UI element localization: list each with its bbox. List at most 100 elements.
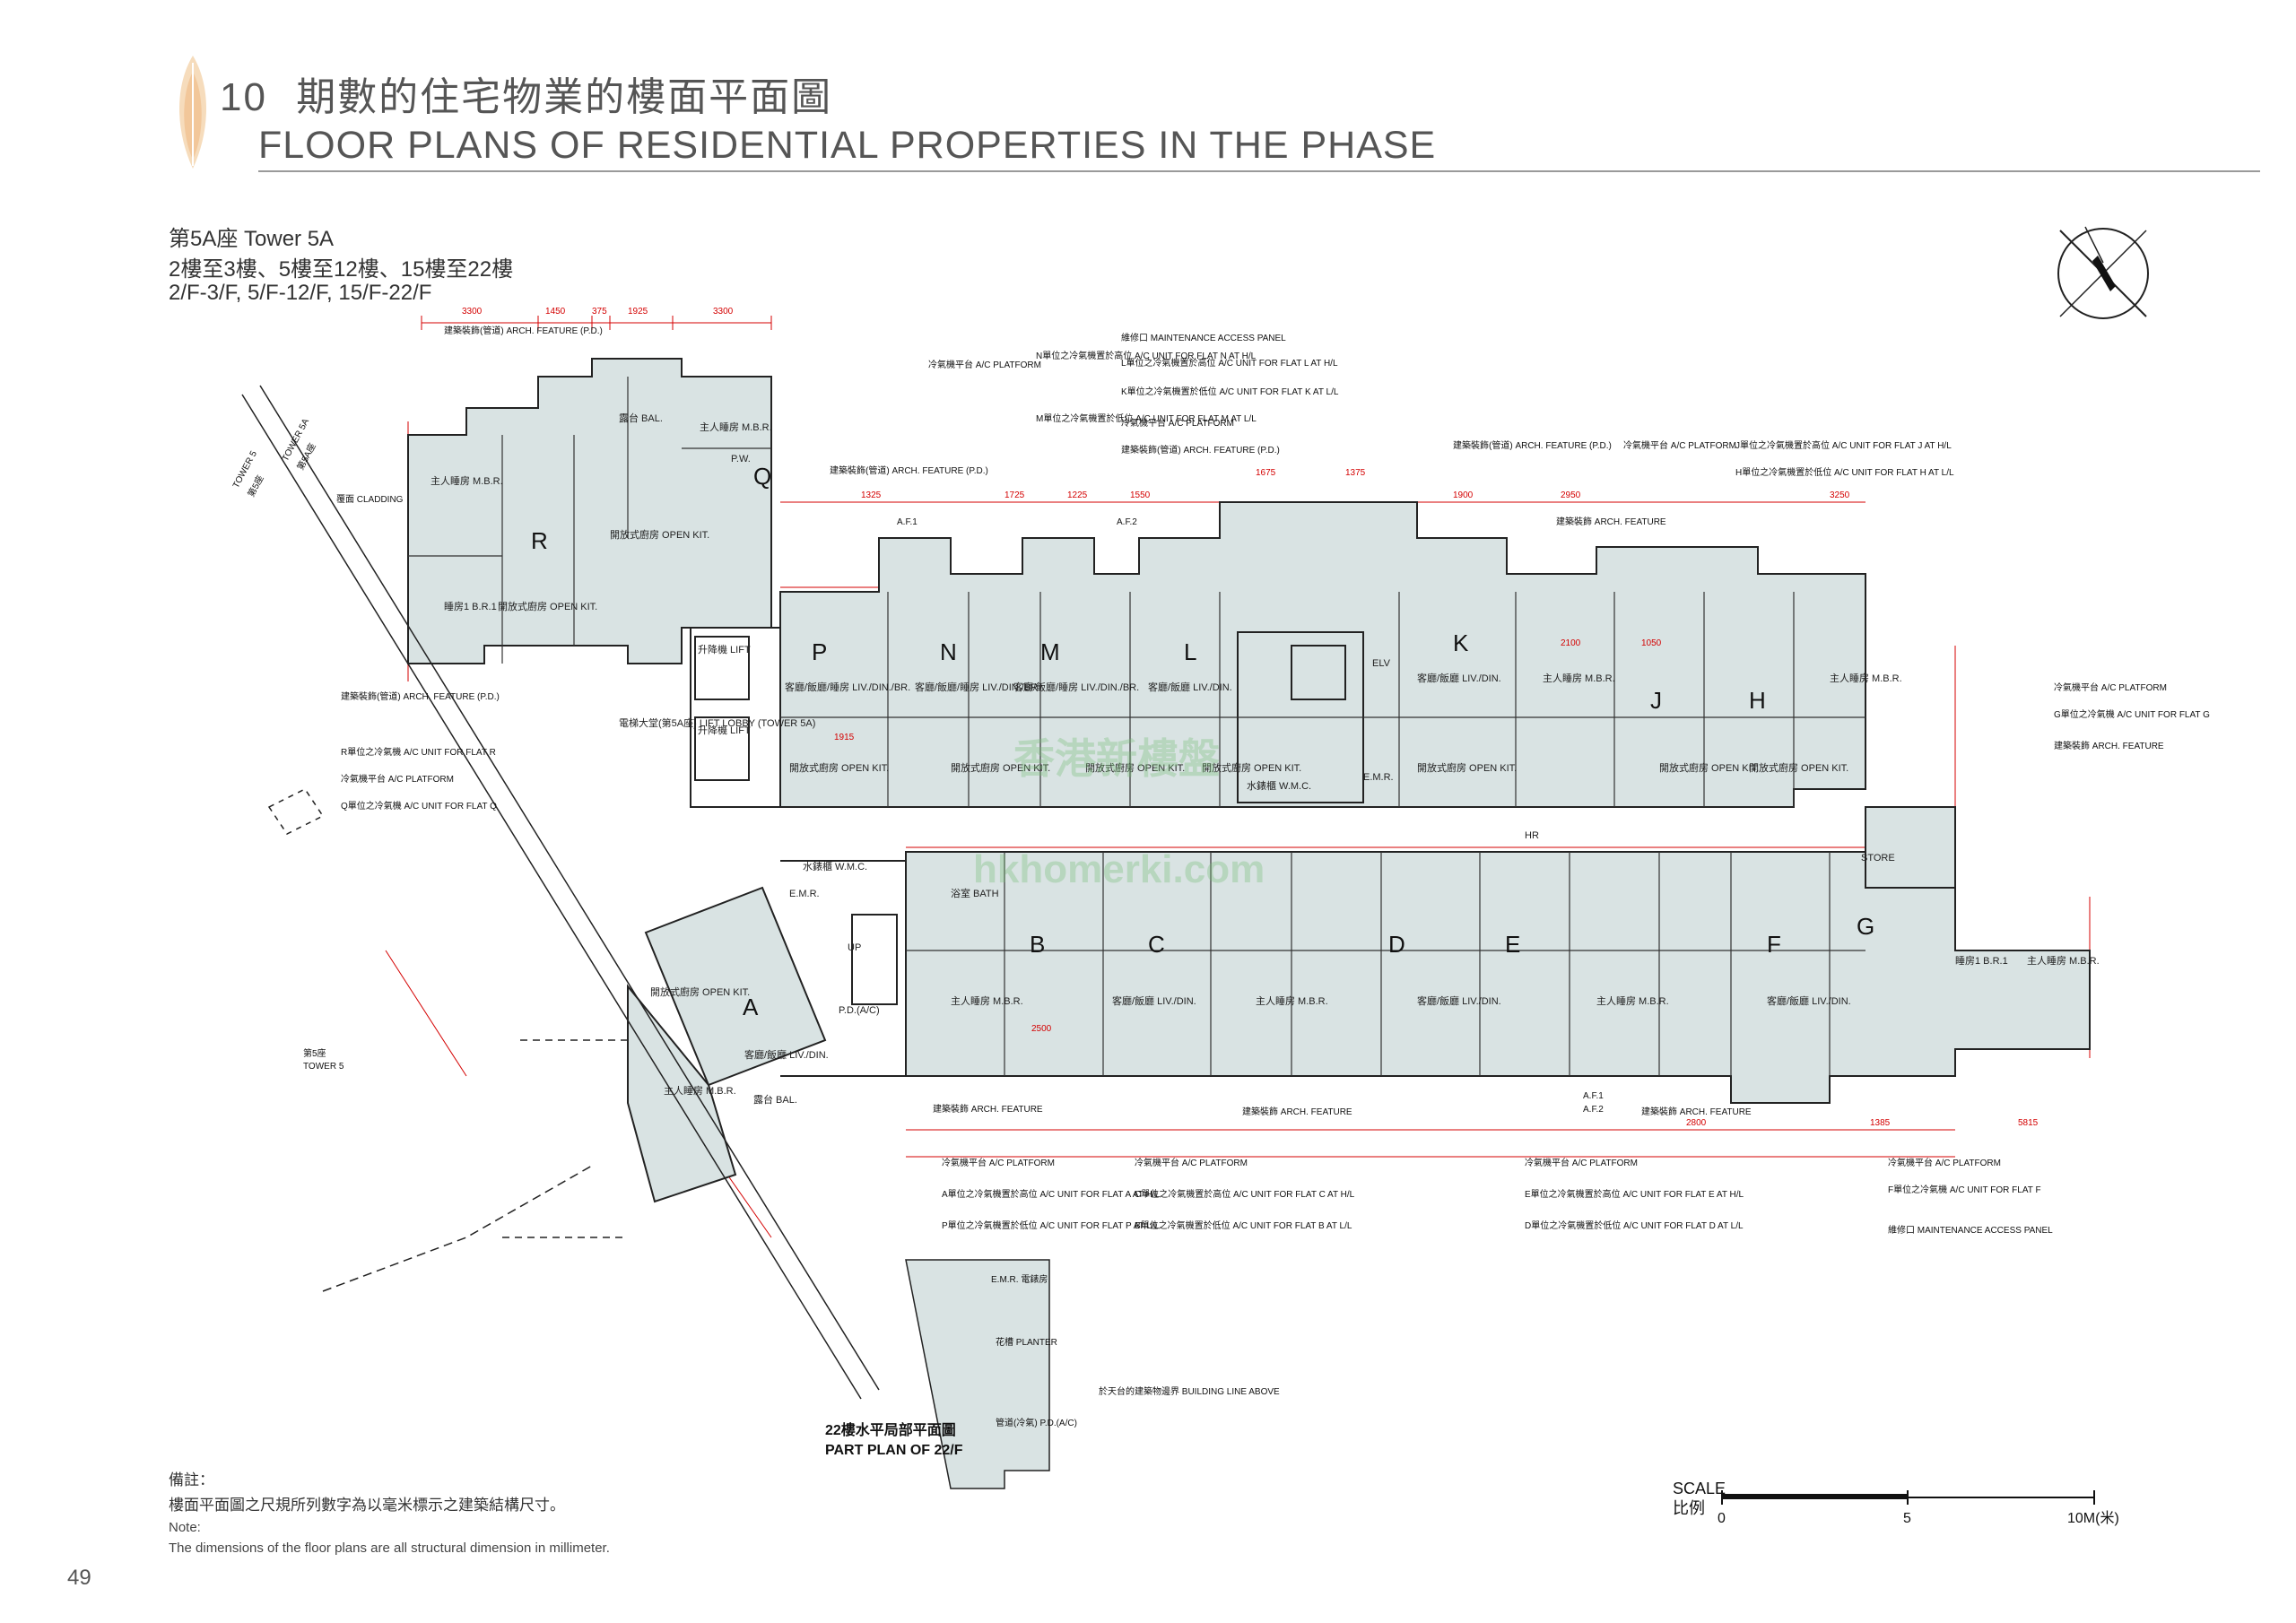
flat-label-m: M [1040,638,1060,665]
tower-boundary [241,385,880,1400]
note-ac-unit-p: P單位之冷氣機置於低位 A/C UNIT FOR FLAT P AT L/L [942,1219,1160,1231]
room-openkit-r: 開放式廚房 OPEN KIT. [498,600,597,612]
dim-9: 3250 [1830,490,1850,500]
building-outline [407,358,2091,1203]
part-plan-emr: E.M.R. 電錶房 [991,1273,1048,1285]
room-livdin-l: 客廳/飯廳 LIV./DIN. [1148,681,1232,693]
flat-label-g: G [1857,913,1874,940]
note-cladding: 覆面 CLADDING [336,494,404,505]
watermark-en: hkhomerki.com [973,847,1265,891]
room-openkit-k: 開放式廚房 OPEN KIT. [1417,761,1517,774]
room-openkit-m: 開放式廚房 OPEN KIT. [1085,761,1185,774]
flat-label-q: Q [753,463,771,490]
note-ac-platform-bc: 冷氣機平台 A/C PLATFORM [1135,1157,1248,1168]
tower5-label-zh: 第5座 [303,1047,326,1059]
note-ac-unit-q: Q單位之冷氣機 A/C UNIT FOR FLAT Q [341,800,497,812]
partition-lines [408,377,1866,1076]
room-livdin-d: 客廳/飯廳 LIV./DIN. [1417,994,1501,1007]
note-ac-platform-left: 冷氣機平台 A/C PLATFORM [341,773,454,785]
note-ac-platform-a: 冷氣機平台 A/C PLATFORM [942,1157,1055,1168]
section-number: 10 [220,75,267,119]
room-hr: HR [1525,830,1539,841]
flat-label-n: N [940,638,957,665]
watermark-zh: 香港新樓盤 [1013,735,1220,782]
part-plan-title-zh: 22樓水平局部平面圖 [825,1421,956,1438]
room-emr: E.M.R. [1363,772,1394,783]
dim-top-5: 3300 [713,307,734,317]
dim-11: 1050 [1641,638,1662,648]
room-mbr-q: 主人睡房 M.B.R. [700,421,772,433]
scale-label-zh: 比例 [1673,1499,1705,1517]
room-livdin-f: 客廳/飯廳 LIV./DIN. [1767,994,1851,1007]
flat-label-p: P [812,638,827,665]
dim-6: 1375 [1345,468,1366,478]
floors-label-en: 2/F-3/F, 5/F-12/F, 15/F-22/F [169,281,432,305]
part-plan-title-en: PART PLAN OF 22/F [825,1443,963,1458]
room-lift-2: 升降機 LIFT [698,724,751,736]
note-maintenance-top: 維修口 MAINTENANCE ACCESS PANEL [1121,332,1286,343]
room-livdin-a: 客廳/飯廳 LIV./DIN. [744,1048,829,1061]
leaf-logo-icon [179,56,206,169]
note-arch-feature-b: 建築裝飾 ARCH. FEATURE [933,1103,1043,1115]
title-zh-text: 期數的住宅物業的樓面平面圖 [296,75,833,119]
room-br1-r: 睡房1 B.R.1 [444,601,497,612]
room-pdac: P.D.(A/C) [839,1005,880,1016]
room-mbr-e: 主人睡房 M.B.R. [1596,995,1669,1007]
note-ac-platform-f: 冷氣機平台 A/C PLATFORM [1888,1157,2001,1168]
page-title-en: FLOOR PLANS OF RESIDENTIAL PROPERTIES IN… [258,124,1437,167]
flat-label-r: R [531,527,548,554]
tower5-label-top-zh: 第5座 [245,473,265,499]
remarks-heading-zh: 備註： [169,1471,214,1488]
room-lift-1: 升降機 LIFT [698,643,751,655]
remarks-text-zh: 樓面平面圖之尺規所列數字為以毫米標示之建築結構尺寸。 [169,1497,565,1514]
flat-label-l: L [1184,638,1196,665]
flat-label-c: C [1148,931,1165,958]
note-af2-top: A.F.2 [1117,517,1137,527]
note-arch-feature-k: 建築裝飾(管道) ARCH. FEATURE (P.D.) [1453,439,1612,451]
dim-top-4: 1925 [628,307,648,317]
note-ac-unit-h: H單位之冷氣機置於低位 A/C UNIT FOR FLAT H AT L/L [1735,466,1954,478]
room-openkit-p: 開放式廚房 OPEN KIT. [789,761,889,774]
room-wmc: 水錶櫃 W.M.C. [1247,779,1311,792]
flat-label-j: J [1650,687,1662,714]
dim-15: 5815 [2018,1118,2039,1128]
note-building-line: 於天台的建築物邊界 BUILDING LINE ABOVE [1099,1385,1280,1397]
note-arch-feature-jk: 建築裝飾 ARCH. FEATURE [1556,516,1666,527]
room-openkit-n: 開放式廚房 OPEN KIT. [951,761,1050,774]
note-af1-bottom: A.F.1 [1583,1091,1604,1101]
note-ac-unit-a: A單位之冷氣機置於高位 A/C UNIT FOR FLAT A AT H/L [942,1188,1160,1200]
note-ac-unit-k: K單位之冷氣機置於低位 A/C UNIT FOR FLAT K AT L/L [1121,386,1339,397]
note-ac-unit-m: M單位之冷氣機置於低位 A/C UNIT FOR FLAT M AT L/L [1036,412,1257,424]
note-ac-unit-r: R單位之冷氣機 A/C UNIT FOR FLAT R [341,746,496,758]
note-ac-platform-n: 冷氣機平台 A/C PLATFORM [928,359,1041,370]
dim-14: 2800 [1686,1118,1707,1128]
note-arch-feature-top: 建築裝飾(管道) ARCH. FEATURE (P.D.) [444,325,603,336]
note-ac-unit-j: J單位之冷氣機置於高位 A/C UNIT FOR FLAT J AT H/L [1735,439,1952,451]
room-bal-q: 露台 BAL. [619,412,663,424]
room-openkit-l: 開放式廚房 OPEN KIT. [1202,761,1301,774]
flat-label-b: B [1030,931,1045,958]
dim-8: 2950 [1561,490,1581,500]
room-up: UP [848,942,861,953]
scale-tick-10: 10M(米) [2067,1510,2119,1526]
tower-labels: 第5座 TOWER 5 TOWER 5 第5座 TOWER 5A 第5A座 [231,417,344,1072]
note-arch-feature-cd: 建築裝飾 ARCH. FEATURE [1242,1106,1352,1117]
room-mbr-g: 主人睡房 M.B.R. [2027,955,2100,967]
dim-10: 2100 [1561,638,1581,648]
room-br1-g: 睡房1 B.R.1 [1955,955,2008,967]
scale-label-en: SCALE [1673,1481,1726,1497]
dim-3: 1225 [1067,490,1088,500]
dim-4: 1550 [1130,490,1151,500]
room-wmc-lower: 水錶櫃 W.M.C. [803,860,867,872]
note-arch-feature-g: 建築裝飾 ARCH. FEATURE [2054,740,2164,751]
scale-tick-0: 0 [1718,1511,1726,1526]
dimension-texts: 3300 1450 375 1925 3300 1325 1725 1225 1… [462,307,2039,1128]
north-arrow-icon [2057,226,2149,319]
note-arch-feature-ef: 建築裝飾 ARCH. FEATURE [1641,1106,1752,1117]
room-livdinbr-p: 客廳/飯廳/睡房 LIV./DIN./BR. [785,681,910,693]
room-bal-a: 露台 BAL. [753,1093,797,1106]
flat-label-d: D [1388,931,1405,958]
note-ac-unit-b: B單位之冷氣機置於低位 A/C UNIT FOR FLAT B AT L/L [1135,1219,1352,1231]
room-mbr-cd: 主人睡房 M.B.R. [1256,995,1328,1007]
